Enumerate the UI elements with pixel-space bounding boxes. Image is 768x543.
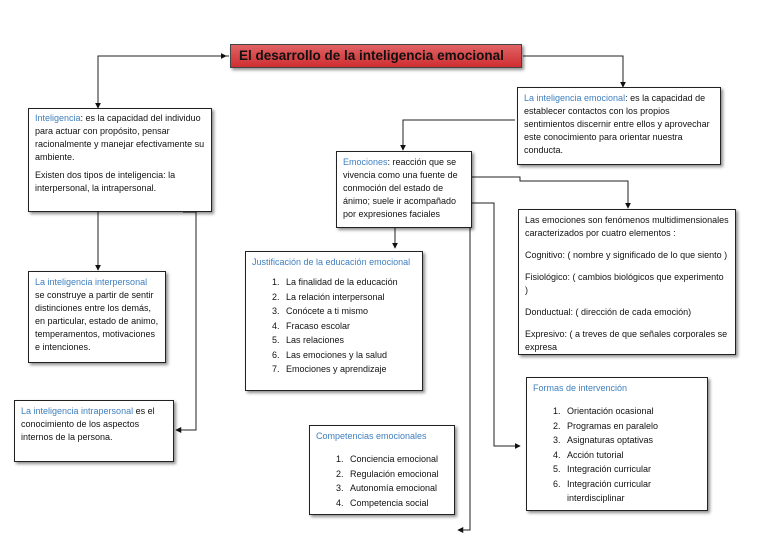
multidim-item: Expresivo: ( a treves de que señales cor…: [525, 329, 728, 352]
connector-emociones-multidim: [472, 176, 631, 209]
list-item: Las relaciones: [282, 333, 416, 348]
main-title: El desarrollo de la inteligencia emocion…: [230, 44, 522, 68]
multidim-box: Las emociones son fenómenos multidimensi…: [518, 209, 736, 355]
list-item: Integración curricular interdisciplinar: [563, 477, 701, 506]
connector-emocional-emociones: [400, 119, 515, 151]
list-item: Acción tutorial: [563, 448, 701, 463]
list-item: La finalidad de la educación: [282, 275, 416, 290]
interpersonal-def: se construye a partir de sentir distinci…: [35, 290, 159, 352]
connector-emociones-competencias: [457, 228, 471, 533]
list-item: Emociones y aprendizaje: [282, 362, 416, 377]
competencias-list: Conciencia emocional Regulación emociona…: [316, 452, 448, 510]
list-item: La relación interpersonal: [282, 290, 416, 305]
intrapersonal-box: La inteligencia intrapersonal es el cono…: [14, 400, 174, 462]
multidim-intro: Las emociones son fenómenos multidimensi…: [525, 215, 729, 238]
emociones-box: Emociones: reacción que se vivencia como…: [336, 151, 472, 228]
list-item: Orientación ocasional: [563, 404, 701, 419]
justificacion-box: Justificación de la educación emocional …: [245, 251, 423, 391]
intrapersonal-term: La inteligencia intrapersonal: [21, 406, 134, 416]
emocional-term: La inteligencia emocional: [524, 93, 626, 103]
formas-box: Formas de intervención Orientación ocasi…: [526, 377, 708, 511]
list-item: Asignaturas optativas: [563, 433, 701, 448]
competencias-box: Competencias emocionales Conciencia emoc…: [309, 425, 455, 515]
inteligencia-box: Inteligencia: es la capacidad del indivi…: [28, 108, 212, 212]
competencias-heading: Competencias emocionales: [316, 431, 427, 441]
formas-list: Orientación ocasional Programas en paral…: [533, 404, 701, 506]
inteligencia-types: Existen dos tipos de inteligencia: la in…: [35, 170, 176, 193]
multidim-item: Cognitivo: ( nombre y significado de lo …: [525, 250, 728, 260]
emociones-def: : reacción que se vivencia como una fuen…: [343, 157, 458, 219]
justificacion-heading: Justificación de la educación emocional: [252, 257, 411, 267]
list-item: Integración curricular: [563, 462, 701, 477]
list-item: Las emociones y la salud: [282, 348, 416, 363]
connector-title-inteligencia: [95, 55, 229, 109]
list-item: Competencia social: [346, 496, 448, 511]
connector-title-emocional: [523, 55, 626, 88]
multidim-item: Donductual: ( dirección de cada emoción): [525, 307, 692, 317]
inteligencia-def-text: : es la capacidad del individuo para act…: [35, 113, 205, 162]
justificacion-list: La finalidad de la educación La relación…: [252, 275, 416, 377]
inteligencia-definition: Inteligencia: es la capacidad del indivi…: [35, 112, 205, 164]
emocional-def: : es la capacidad de establecer contacto…: [524, 93, 710, 155]
connector-emociones-formas: [472, 202, 521, 449]
intrapersonal-def: es el conocimiento de los aspectos inter…: [21, 406, 155, 442]
list-item: Autonomía emocional: [346, 481, 448, 496]
connector-inteligencia-intrapersonal: [175, 211, 197, 433]
multidim-item: Fisiológico: ( cambios biológicos que ex…: [525, 272, 724, 295]
list-item: Conócete a ti mismo: [282, 304, 416, 319]
formas-heading: Formas de intervención: [533, 383, 628, 393]
inteligencia-term: Inteligencia: [35, 113, 81, 123]
list-item: Fracaso escolar: [282, 319, 416, 334]
list-item: Conciencia emocional: [346, 452, 448, 467]
emocional-box: La inteligencia emocional: es la capacid…: [517, 87, 721, 165]
list-item: Programas en paralelo: [563, 419, 701, 434]
interpersonal-term: La inteligencia interpersonal: [35, 277, 148, 287]
list-item: Regulación emocional: [346, 467, 448, 482]
emociones-term: Emociones: [343, 157, 388, 167]
interpersonal-box: La inteligencia interpersonal se constru…: [28, 271, 166, 363]
